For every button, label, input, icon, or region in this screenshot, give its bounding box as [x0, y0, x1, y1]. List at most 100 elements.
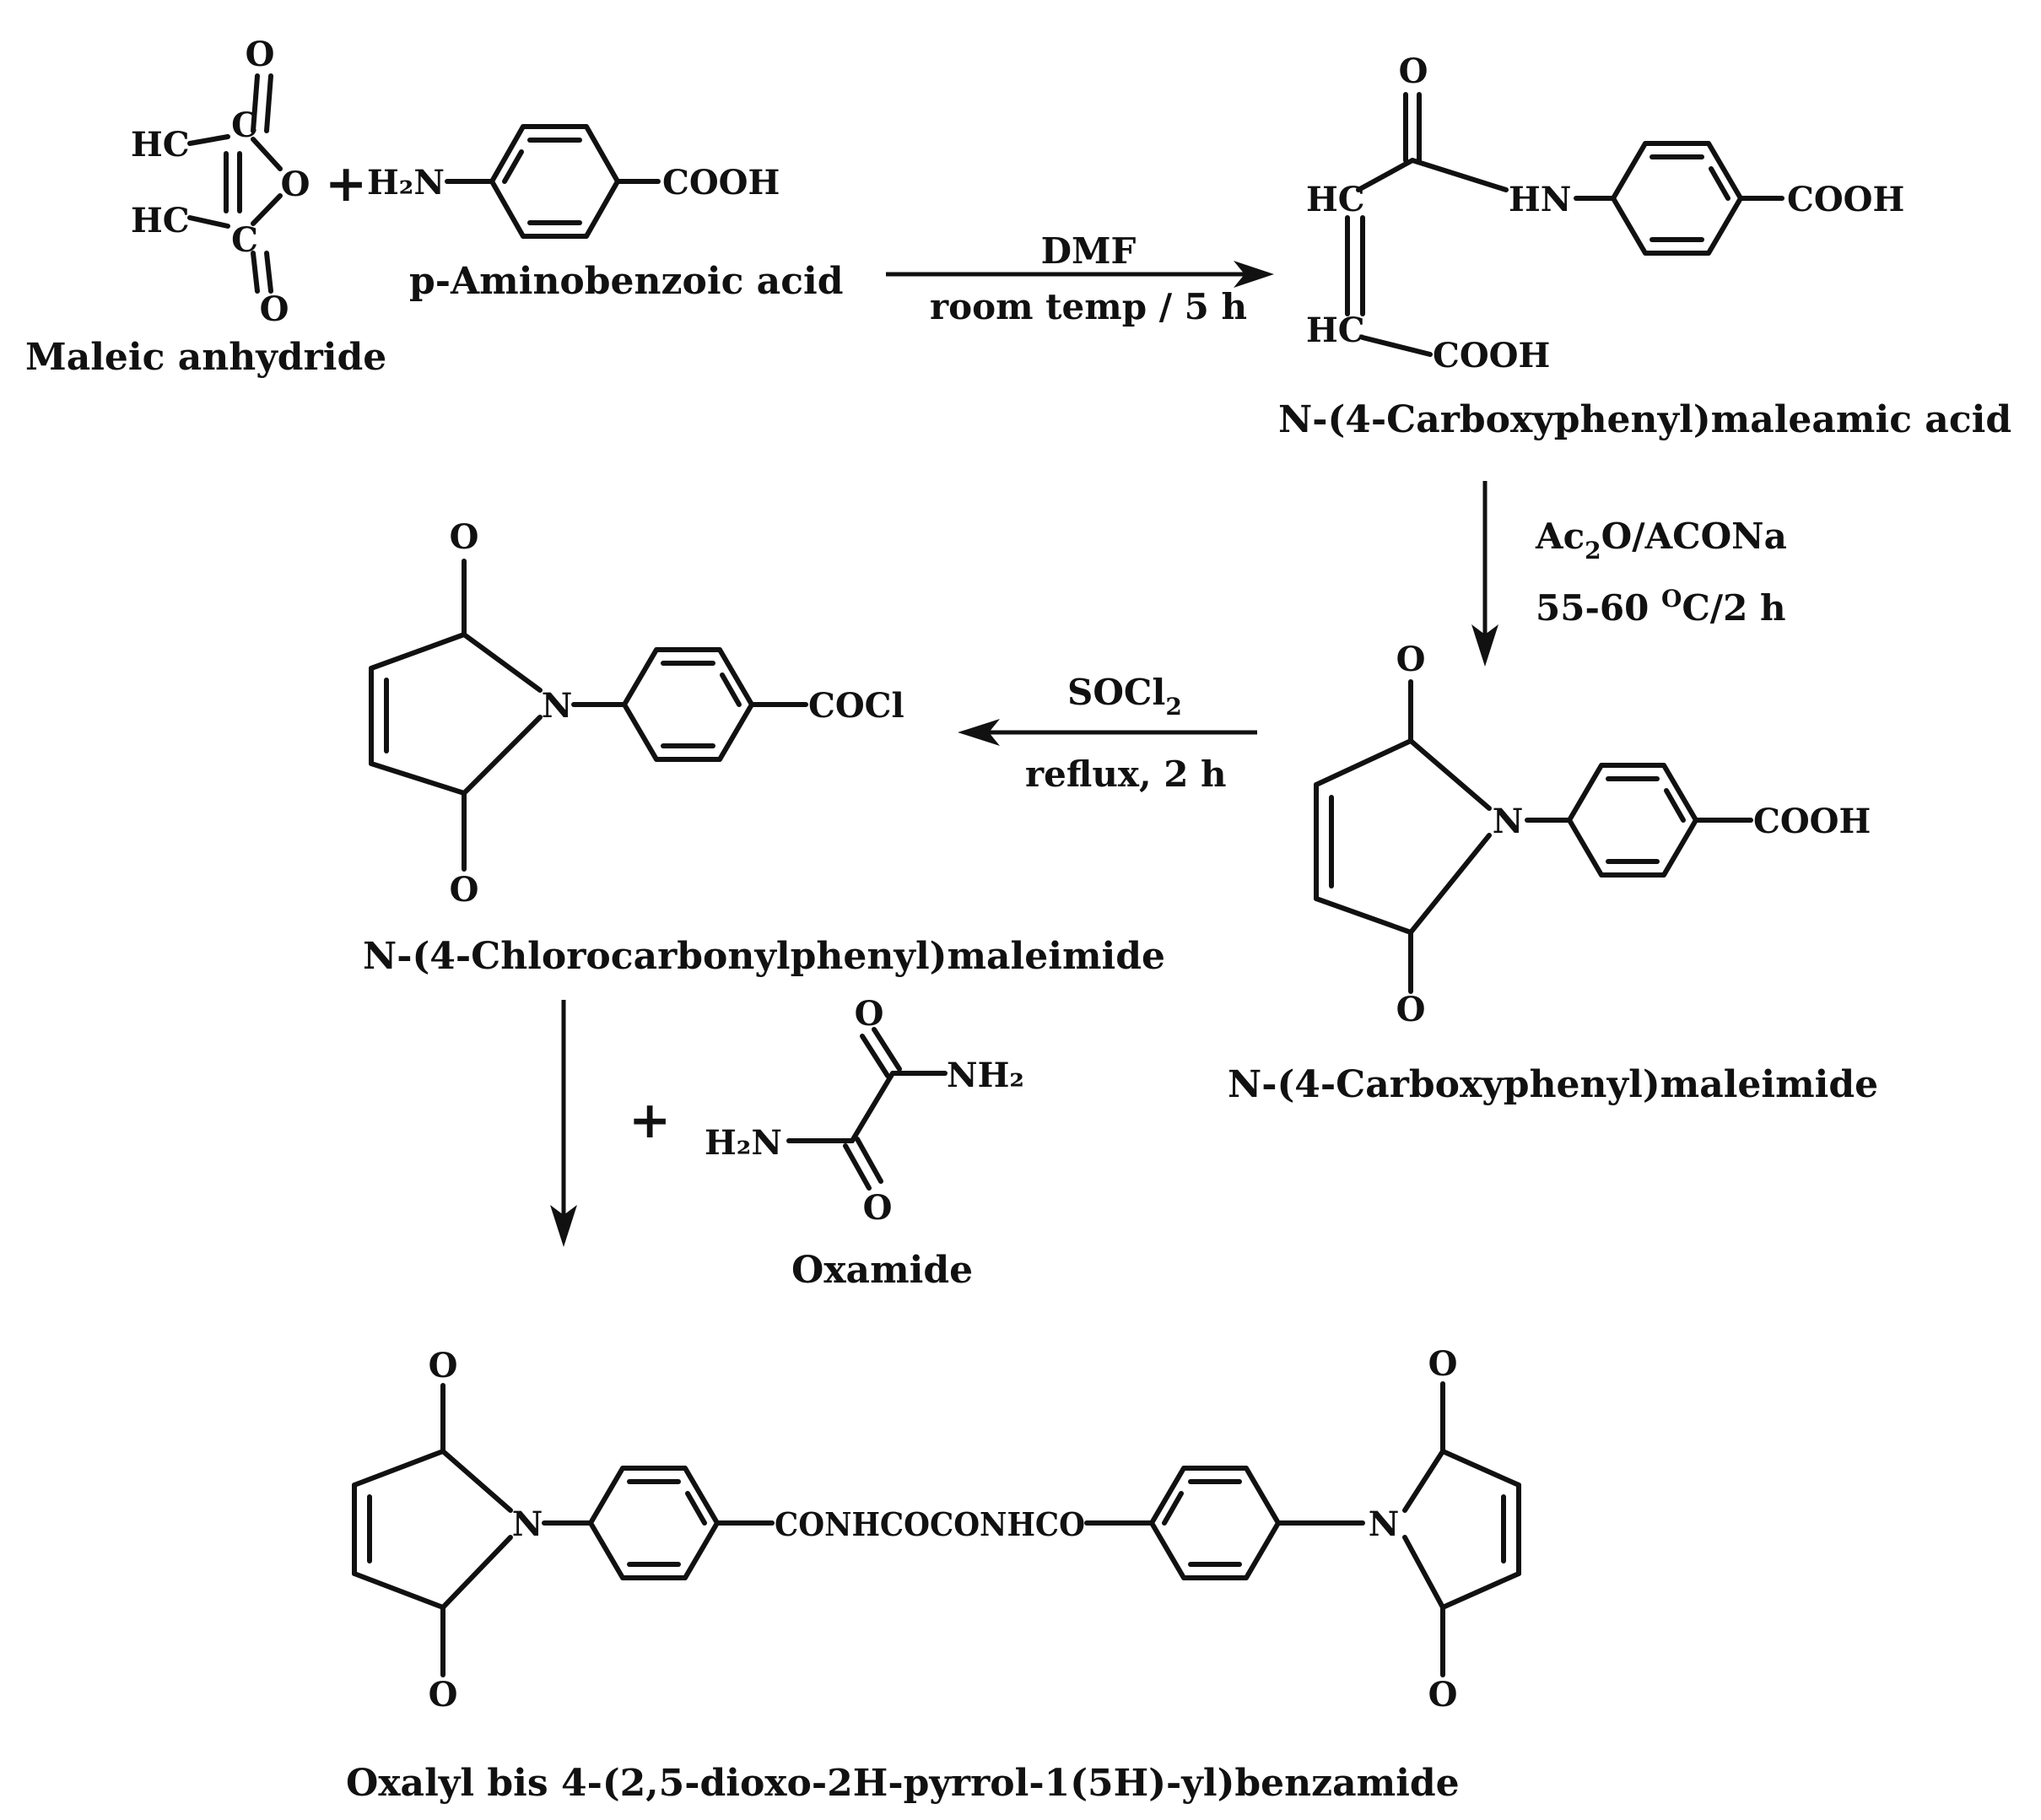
bond [264, 251, 273, 294]
bond [1440, 1571, 1521, 1610]
atom-HC: HC [1306, 311, 1365, 350]
atom-O: O [1399, 51, 1428, 91]
atom-O: O [429, 1675, 458, 1715]
atom-O: O [450, 870, 479, 910]
bond [462, 715, 543, 796]
atom-O: O [1396, 990, 1426, 1029]
bond [850, 1071, 895, 1143]
maleic-anhydride-label: Maleic anhydride [25, 336, 386, 379]
bond [1410, 158, 1509, 192]
step1-arrowhead [1234, 261, 1274, 288]
step2-conditions-part: 55-60 [1536, 587, 1661, 629]
atom-linker: CONHCOCONHCO [775, 1505, 1085, 1543]
oxamide-label: Oxamide [791, 1249, 973, 1292]
maleamic-acid-structure [1345, 92, 1785, 357]
step3-reagent: SOCl2 [1067, 672, 1182, 721]
bond [251, 193, 283, 226]
benzene-ring [1149, 1466, 1281, 1580]
atom-N: N [1369, 1504, 1400, 1544]
benzene-ring [1567, 763, 1698, 878]
atom-COOH: COOH [1753, 802, 1871, 841]
bond [685, 1491, 707, 1526]
atom-O: O [863, 1188, 893, 1228]
bond [1314, 896, 1413, 935]
atom-COCl: COCl [808, 686, 904, 726]
bond [352, 1449, 445, 1488]
atom-C: C [231, 105, 258, 145]
bond [1356, 158, 1415, 192]
bond [843, 1143, 872, 1191]
bond [187, 134, 230, 146]
atom-HN: HN [1509, 180, 1571, 219]
atom-O: O [450, 517, 479, 557]
step1-reagent: DMF [1041, 230, 1137, 272]
step2-arrowhead [1471, 624, 1498, 667]
atom-O: O [1396, 640, 1426, 679]
step2-reagent-subscript: 2 [1585, 537, 1601, 564]
bond [1402, 1449, 1445, 1513]
bond [251, 137, 283, 171]
product-structure [352, 1381, 1521, 1677]
maleic-anhydride-structure [187, 73, 283, 294]
atom-O: O [246, 35, 275, 74]
p-aminobenzoic-acid-label: p-Aminobenzoic acid [409, 260, 843, 303]
atom-HC: HC [1306, 180, 1365, 219]
atom-O: O [260, 289, 289, 329]
step3-reagent-part: SOCl [1067, 672, 1165, 713]
bond [462, 632, 543, 693]
bond [251, 251, 260, 294]
plus-sign: + [629, 1091, 671, 1150]
benzene-ring [489, 124, 620, 239]
bond [1402, 1535, 1445, 1610]
plus-sign: + [325, 154, 367, 213]
atom-O: O [1428, 1344, 1458, 1384]
bond [860, 1034, 890, 1078]
step1-conditions: room temp / 5 h [930, 286, 1247, 327]
step3-reagent-subscript: 2 [1165, 693, 1181, 721]
step2-reagent-part: Ac [1535, 516, 1585, 557]
atom-N: N [512, 1504, 543, 1544]
atom-O: O [429, 1346, 458, 1385]
bond [369, 761, 467, 796]
step3-conditions: reflux, 2 h [1025, 753, 1227, 795]
atom-H2N: H₂N [367, 163, 445, 203]
atom-C: C [231, 220, 258, 260]
step4-arrowhead [550, 1205, 577, 1247]
bond [264, 73, 273, 133]
step2-conditions-superscript: O [1661, 585, 1682, 613]
atom-HC: HC [131, 125, 190, 165]
bond [352, 1571, 445, 1610]
bond [1408, 738, 1492, 811]
step2-reagent: Ac2O/ACONa [1535, 516, 1787, 564]
benzene-ring [1611, 141, 1743, 256]
atom-NH2: NH₂ [947, 1056, 1024, 1095]
bond [720, 672, 742, 707]
carboxyphenyl-maleimide-structure [1314, 679, 1753, 994]
step3-arrowhead [958, 719, 1000, 746]
p-aminobenzoic-acid-structure [445, 124, 661, 239]
bond [1162, 1491, 1184, 1526]
maleamic-acid-label: N-(4-Carboxyphenyl)maleamic acid [1278, 398, 2011, 441]
carboxyphenyl-maleimide-label: N-(4-Carboxyphenyl)maleimide [1228, 1063, 1878, 1106]
chlorocarbonylphenyl-maleimide-label: N-(4-Chlorocarbonylphenyl)maleimide [363, 935, 1165, 978]
bond [872, 1027, 902, 1072]
bond [1408, 833, 1492, 935]
bond [502, 149, 524, 184]
bond [440, 1449, 513, 1513]
oxamide-structure [786, 1027, 948, 1191]
bond [187, 215, 230, 229]
benzene-ring [588, 1466, 720, 1580]
bond [1709, 166, 1731, 201]
atom-N: N [542, 686, 573, 726]
step2-conditions-part: C/2 h [1682, 587, 1785, 629]
benzene-ring [622, 647, 754, 762]
bond [1440, 1449, 1521, 1488]
atom-O: O [281, 165, 310, 204]
atom-COOH: COOH [1433, 336, 1550, 375]
atom-COOH: COOH [662, 163, 780, 203]
bond [440, 1535, 513, 1610]
bond [1360, 335, 1433, 357]
atom-O: O [1428, 1675, 1458, 1715]
chlorocarbonylphenyl-maleimide-structure [369, 559, 808, 872]
